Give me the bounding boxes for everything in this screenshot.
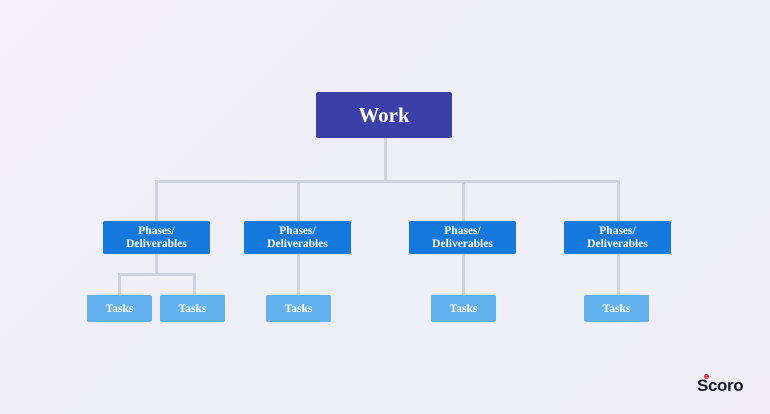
connector-task-2: [297, 254, 300, 295]
connector-task-4: [617, 254, 620, 295]
task-node-3: Tasks: [431, 295, 496, 322]
phase-node-2: Phases/ Deliverables: [244, 221, 351, 254]
connector-task-1b: [193, 273, 196, 295]
phase-node-4: Phases/ Deliverables: [564, 221, 671, 254]
connector-phase-3: [462, 180, 465, 221]
task-node-1a: Tasks: [87, 295, 152, 322]
phase-node-1: Phases/ Deliverables: [103, 221, 210, 254]
connector-task-3: [462, 254, 465, 295]
connector-phase-1-down: [155, 254, 158, 275]
connector-phase-1-tasks-horizontal: [118, 273, 196, 276]
connector-root-down: [384, 138, 387, 182]
connector-task-1a: [118, 273, 121, 295]
task-node-4: Tasks: [584, 295, 649, 322]
task-node-2: Tasks: [266, 295, 331, 322]
root-node-work: Work: [316, 92, 452, 138]
connector-horizontal-phases: [155, 180, 620, 183]
connector-phase-4: [617, 180, 620, 221]
scoro-logo: Scoro: [697, 376, 744, 395]
logo-accent-dot: [704, 374, 709, 379]
connector-phase-1: [155, 180, 158, 221]
phase-node-3: Phases/ Deliverables: [409, 221, 516, 254]
task-node-1b: Tasks: [160, 295, 225, 322]
connector-phase-2: [297, 180, 300, 221]
